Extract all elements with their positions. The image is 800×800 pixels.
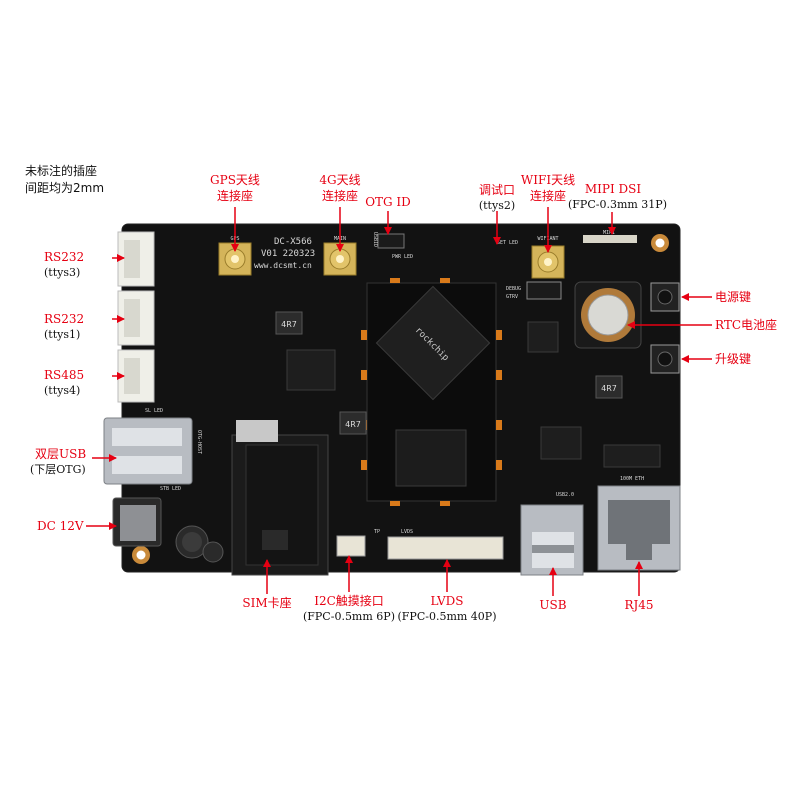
label-i2c-sub: (FPC-0.5mm 6P) <box>302 610 395 623</box>
silk-usb2: USB2.0 <box>556 492 574 498</box>
otg-id-header <box>377 233 405 249</box>
dc-jack <box>112 497 162 547</box>
silk-gtrv: GTRV <box>506 294 518 300</box>
board-version: V01 220323 <box>261 249 315 259</box>
label-debug-sub: (ttys2) <box>478 199 516 212</box>
usb-port <box>520 504 584 576</box>
inductor: 4R7 <box>595 375 623 399</box>
board-model: DC-X566 <box>274 237 312 247</box>
memory-chip <box>395 429 467 487</box>
rj45-port <box>597 485 681 571</box>
soc-chip <box>375 285 491 401</box>
ic-chip <box>540 426 582 460</box>
board-website: www.dcsmt.cn <box>254 261 312 270</box>
label-power-key: 电源键 <box>715 290 752 304</box>
mipi-fpc-connector <box>583 235 637 243</box>
label-lvds: LVDS <box>430 594 464 608</box>
inductor-label: 4R7 <box>601 384 617 393</box>
silk-pwr-led: PWR LED <box>392 254 413 260</box>
label-rs485-sub: (ttys4) <box>44 384 81 397</box>
label-4g-1: 4G天线 <box>319 173 361 187</box>
silk-otg-host: OTG-HOST <box>196 430 202 454</box>
label-i2c: I2C触摸接口 <box>314 594 384 608</box>
silk-set-led: SET LED <box>497 240 518 246</box>
label-sim: SIM卡座 <box>242 596 292 610</box>
ic-chip <box>603 444 661 468</box>
debug-header <box>526 281 562 300</box>
label-usb: USB <box>539 598 567 612</box>
silk-usbid: USBID <box>372 232 378 247</box>
label-rs485: RS485 <box>44 368 85 382</box>
label-wifi-2: 连接座 <box>529 189 566 203</box>
label-rs232-b: RS232 <box>44 312 85 326</box>
upgrade-key-switch <box>650 344 680 374</box>
label-mipi: MIPI DSI <box>584 182 642 196</box>
label-otg: OTG ID <box>365 195 411 209</box>
label-rs232-a-sub: (ttys3) <box>44 266 81 279</box>
capacitor <box>202 541 224 563</box>
label-4g-2: 连接座 <box>321 189 358 203</box>
label-usb-dual: 双层USB <box>35 447 87 461</box>
label-dc: DC 12V <box>37 519 84 533</box>
spacing-note-line1: 未标注的插座 <box>25 164 98 178</box>
silk-eth: 100M ETH <box>620 476 644 482</box>
rs232-connector-a <box>117 231 155 287</box>
dual-usb-port <box>103 417 193 485</box>
power-key-switch <box>650 282 680 312</box>
label-lvds-sub: (FPC-0.5mm 40P) <box>397 610 497 623</box>
inductor-label: 4R7 <box>281 320 297 329</box>
ic-chip <box>527 321 559 353</box>
label-rtc: RTC电池座 <box>715 318 778 332</box>
rtc-battery-holder <box>574 281 642 349</box>
spacing-note: 未标注的插座 间距均为2mm <box>25 163 104 197</box>
silk-lvds: LVDS <box>401 529 413 535</box>
label-upgrade-key: 升级键 <box>715 352 752 366</box>
silk-tp: TP <box>374 529 380 535</box>
silk-stb-led: STB LED <box>160 486 181 492</box>
label-usb-dual-sub: (下层OTG) <box>30 463 86 476</box>
inductor: 4R7 <box>339 411 367 435</box>
label-rs232-b-sub: (ttys1) <box>44 328 81 341</box>
silk-sl-led: SL LED <box>145 408 163 414</box>
sim-card-holder <box>231 420 329 576</box>
label-wifi-1: WIFI天线 <box>520 173 576 187</box>
inductor-label: 4R7 <box>345 420 361 429</box>
silk-mipi: MIPI <box>603 230 615 236</box>
label-debug: 调试口 <box>478 183 515 197</box>
leader-lines <box>86 207 712 596</box>
spacing-note-line2: 间距均为2mm <box>25 181 105 195</box>
label-rs232-a: RS232 <box>44 250 85 264</box>
lvds-fpc-connector <box>387 536 504 560</box>
rs232-connector-b <box>117 290 155 346</box>
ic-chip <box>286 349 336 391</box>
label-gps-2: 连接座 <box>216 189 253 203</box>
inductor: 4R7 <box>275 311 303 335</box>
gps-sma-connector <box>218 242 252 276</box>
label-gps-1: GPS天线 <box>210 173 260 187</box>
silk-debug: DEBUG <box>506 286 521 292</box>
label-rj45: RJ45 <box>624 598 654 612</box>
i2c-fpc-connector <box>336 535 366 557</box>
label-mipi-sub: (FPC-0.3mm 31P) <box>568 198 667 211</box>
